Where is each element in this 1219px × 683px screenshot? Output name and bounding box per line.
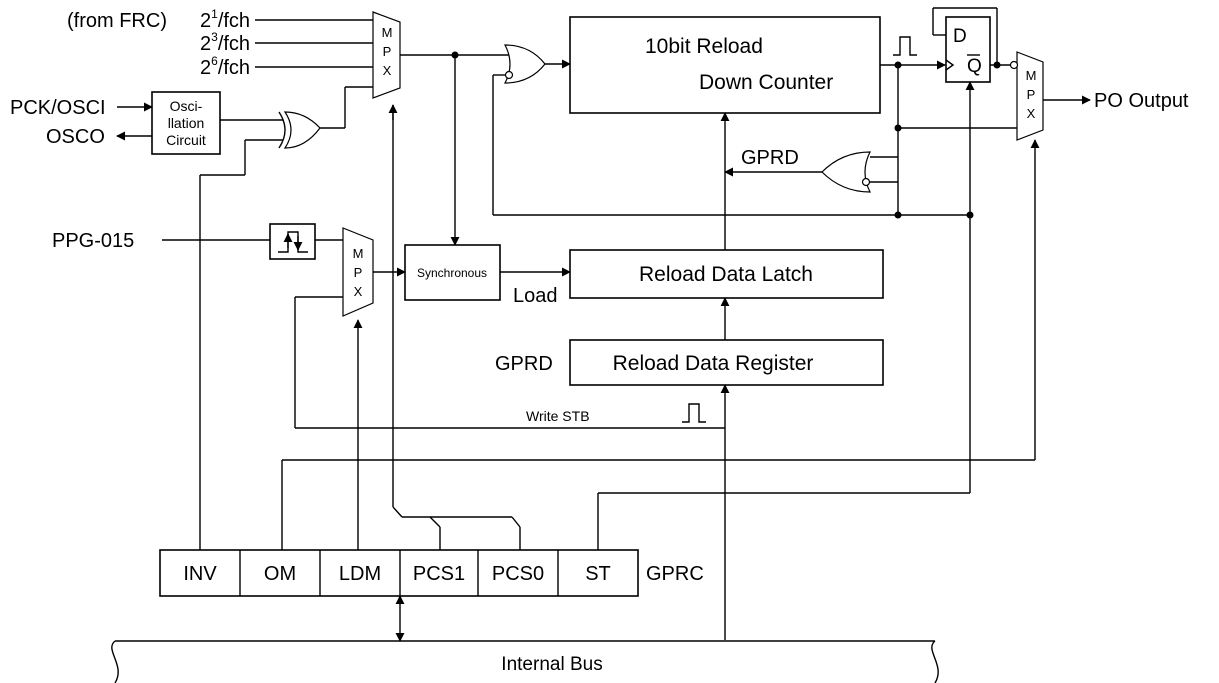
or-gate-counter-input [504,44,546,84]
counter-label-line2: Down Counter [699,71,833,94]
gprc-label: GPRC [646,563,704,585]
or-gate-gprd [821,151,871,193]
latch-label: Reload Data Latch [639,263,813,286]
gprd-label-counter: GPRD [741,147,799,169]
gprd-label-register: GPRD [495,353,553,375]
junction-dots [451,51,1001,219]
synchronous-block: Synchronous [404,244,501,301]
reload-down-counter: 10bit Reload Down Counter [569,16,881,114]
pulse-icon-counter [893,36,917,56]
register-bit-pcs1: PCS1 [413,563,465,585]
xor-gate [278,111,321,149]
mux-letter: M [1026,68,1037,83]
po-output-label: PO Output [1094,90,1189,112]
oscillation-circuit: Osci- llation Circuit [151,91,221,155]
ppg-input-label: PPG-015 [52,230,134,252]
wires [111,7,1091,683]
ff-q-label: Q [967,56,982,77]
register-bit-om: OM [264,563,296,585]
register-bit-inv: INV [183,563,217,585]
ff-d-label: D [953,26,967,47]
register-bit-pcs0: PCS0 [492,563,544,585]
pck-osci-label: PCK/OSCI [10,97,106,119]
internal-bus-label: Internal Bus [501,654,602,675]
mux-letter: P [1027,87,1036,102]
pulse-icon-write-stb [682,403,706,423]
multiplexer-output-select: M P X [1009,51,1044,141]
mux-letter: P [383,44,392,59]
clock-input-3: 26/fch [200,54,250,79]
osc-label-line3: Circuit [166,132,206,148]
osc-label-line2: llation [168,115,205,131]
gprc-register: INV OM LDM PCS1 PCS0 ST [159,549,639,597]
multiplexer-clock-select: M P X [372,11,401,99]
labels: (from FRC) 21/fch 23/fch 26/fch PCK/OSCI… [10,7,1189,675]
clock-input-1: 21/fch [200,7,250,32]
edge-detector [269,223,316,260]
osc-label-line1: Osci- [170,98,203,114]
register-bit-st: ST [585,563,611,585]
counter-label-line1: 10bit Reload [645,35,763,58]
register-bit-ldm: LDM [339,563,381,585]
reload-data-register: Reload Data Register [569,339,884,386]
write-stb-label: Write STB [526,408,590,424]
d-flip-flop: D Q [945,16,991,83]
multiplexer-load-select: M P X [342,227,374,317]
mux-letter: M [353,246,364,261]
from-frc-label: (from FRC) [67,10,167,32]
sync-label: Synchronous [417,266,487,280]
mux-letter: P [354,265,363,280]
clock-input-2: 23/fch [200,30,250,55]
reload-data-latch: Reload Data Latch [569,249,884,299]
mux-letter: X [354,284,363,299]
register-label: Reload Data Register [613,352,814,375]
osco-label: OSCO [46,126,105,148]
mux-letter: X [1027,106,1036,121]
load-label: Load [513,285,558,307]
mux-letter: M [382,25,393,40]
mux-letter: X [383,63,392,78]
